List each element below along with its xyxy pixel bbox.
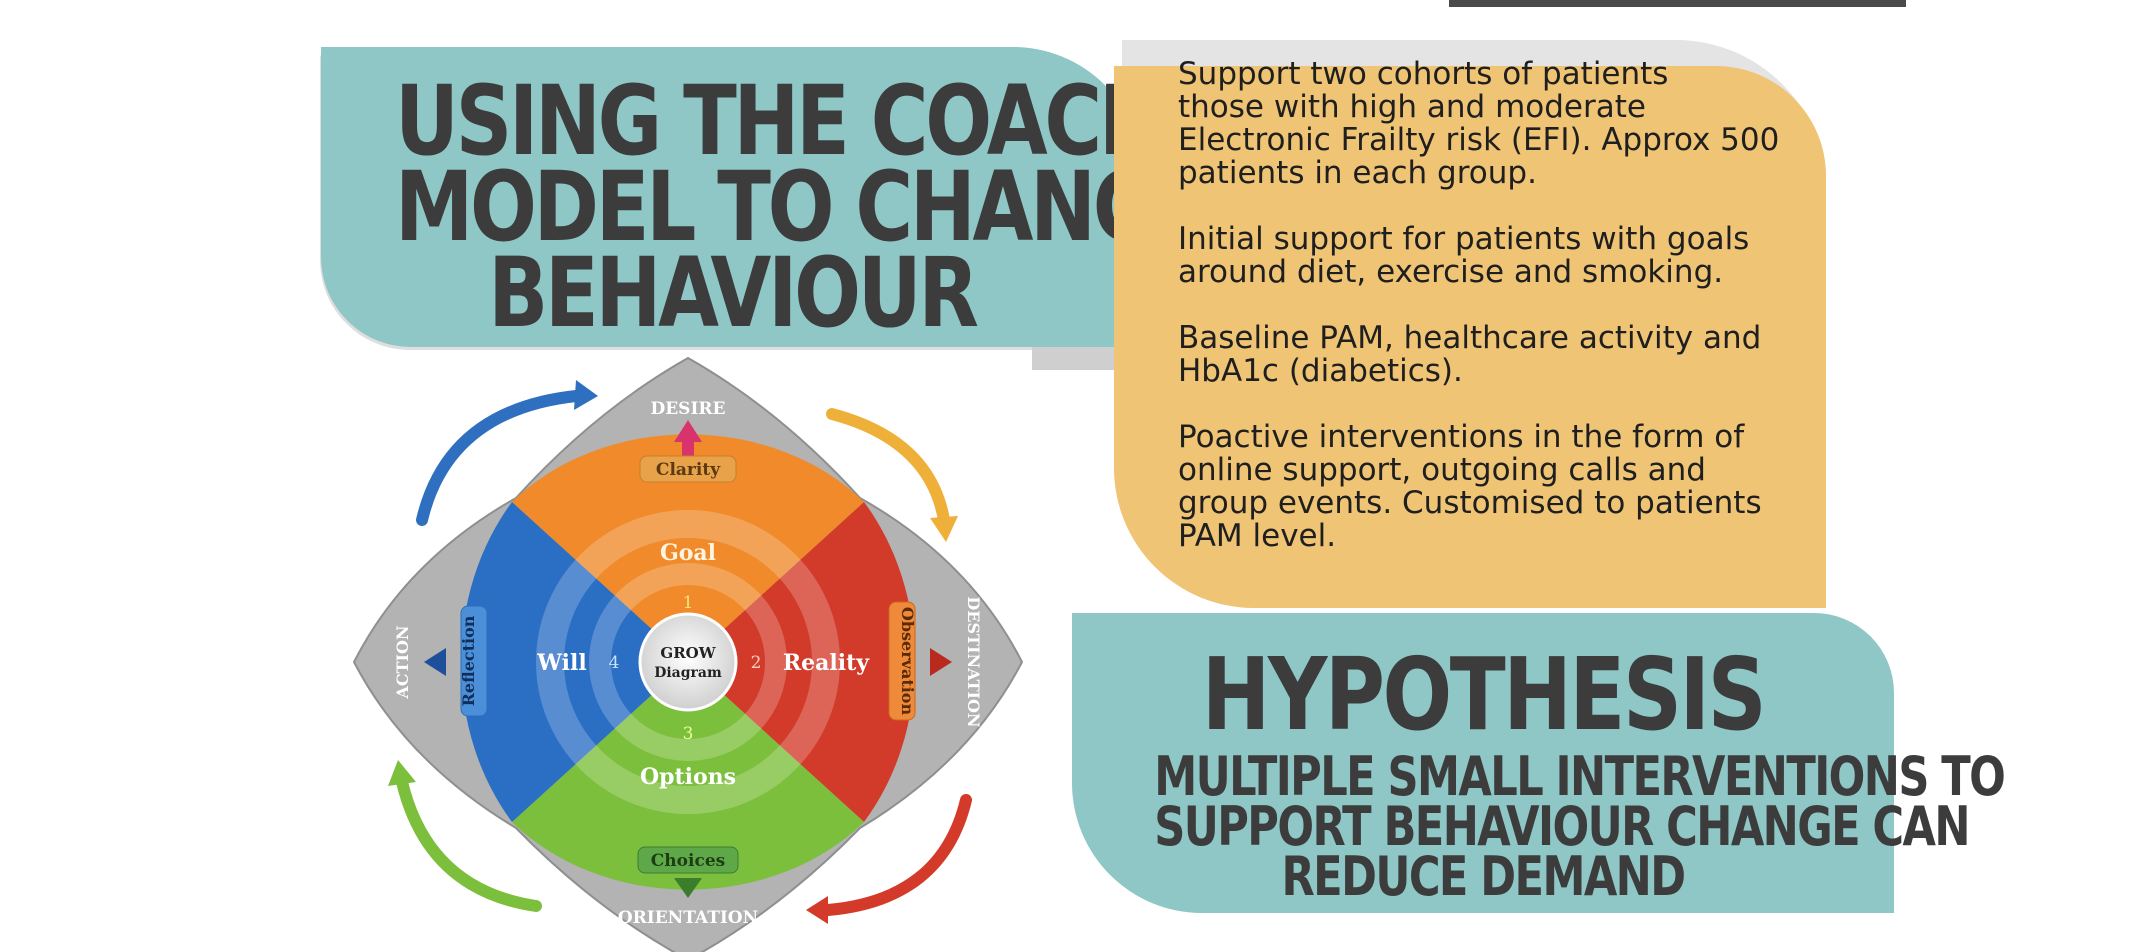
info-paragraph-interventions: Poactive interventions in the form of on… — [1178, 419, 1762, 554]
arrow-down-icon — [674, 878, 702, 898]
label-goal: Goal — [660, 540, 716, 566]
curved-arrow-blue-icon — [416, 390, 582, 526]
tag-observation: Observation — [898, 607, 917, 716]
grow-center — [638, 612, 738, 712]
hypothesis-statement: MULTIPLE SMALL INTERVENTIONS TO SUPPORT … — [1154, 750, 2006, 908]
label-destination: DESTINATION — [964, 596, 983, 727]
curved-arrow-green-head — [388, 760, 416, 786]
label-will: Will — [536, 650, 586, 676]
arrow-left-icon — [424, 648, 446, 676]
arrow-up-icon — [674, 420, 702, 462]
center-label-grow: GROW — [660, 644, 716, 662]
hypothesis-line-2: SUPPORT BEHAVIOUR CHANGE CAN — [1154, 795, 1970, 858]
tag-clarity-box — [639, 455, 737, 483]
number-will: 4 — [609, 653, 620, 673]
curved-arrow-blue-head — [574, 380, 598, 410]
title-panel — [321, 47, 1143, 347]
hypothesis-panel — [1072, 613, 1894, 913]
center-label-diagram: Diagram — [654, 665, 722, 681]
quadrant-will — [461, 502, 688, 822]
label-options: Options — [640, 764, 736, 790]
number-reality: 2 — [751, 653, 762, 673]
tag-reflection: Reflection — [459, 615, 478, 706]
quadrant-options — [512, 662, 864, 890]
info-paragraph-goals: Initial support for patients with goals … — [1178, 221, 1750, 290]
top-decorative-bar — [1449, 0, 1906, 7]
ring-inner — [589, 563, 787, 761]
quadrant-reality — [688, 502, 915, 822]
curved-arrow-orange-icon — [826, 408, 950, 526]
title-line-3: BEHAVIOUR — [488, 237, 979, 349]
info-paragraph-baseline: Baseline PAM, healthcare activity and Hb… — [1178, 320, 1762, 389]
arrow-right-icon — [930, 648, 952, 676]
ring-outer — [536, 510, 840, 814]
title-line-2: MODEL TO CHANGE — [394, 151, 1208, 263]
tag-choices-box — [637, 846, 739, 874]
hypothesis-title: HYPOTHESIS — [1201, 636, 1767, 753]
tag-choices: Choices — [651, 851, 725, 871]
grow-diagram: Clarity Choices Observation Reflection D… — [352, 356, 1024, 952]
hypothesis-line-3: REDUCE DEMAND — [1281, 845, 1687, 908]
tag-observation-box — [888, 601, 916, 721]
info-paragraph-cohorts: Support two cohorts of patients those wi… — [1178, 56, 1780, 191]
label-desire: DESIRE — [650, 399, 725, 419]
label-reality: Reality — [783, 650, 870, 676]
tag-clarity: Clarity — [656, 460, 721, 480]
number-goal: 1 — [683, 593, 694, 613]
curved-arrow-red-head — [806, 896, 828, 924]
info-text-block: Support two cohorts of patients those wi… — [1178, 58, 1818, 586]
page-title: USING THE COACHING MODEL TO CHANGE BEHAV… — [394, 73, 1315, 349]
number-options: 3 — [683, 724, 694, 744]
curved-arrow-red-icon — [822, 794, 972, 916]
tag-reflection-box — [460, 605, 488, 717]
label-orientation: ORIENTATION — [618, 908, 758, 928]
quadrant-goal — [512, 434, 864, 662]
curved-arrow-orange-head — [930, 516, 958, 542]
curved-arrow-green-icon — [396, 776, 542, 912]
label-action: ACTION — [393, 625, 412, 699]
info-panel — [1114, 66, 1826, 608]
